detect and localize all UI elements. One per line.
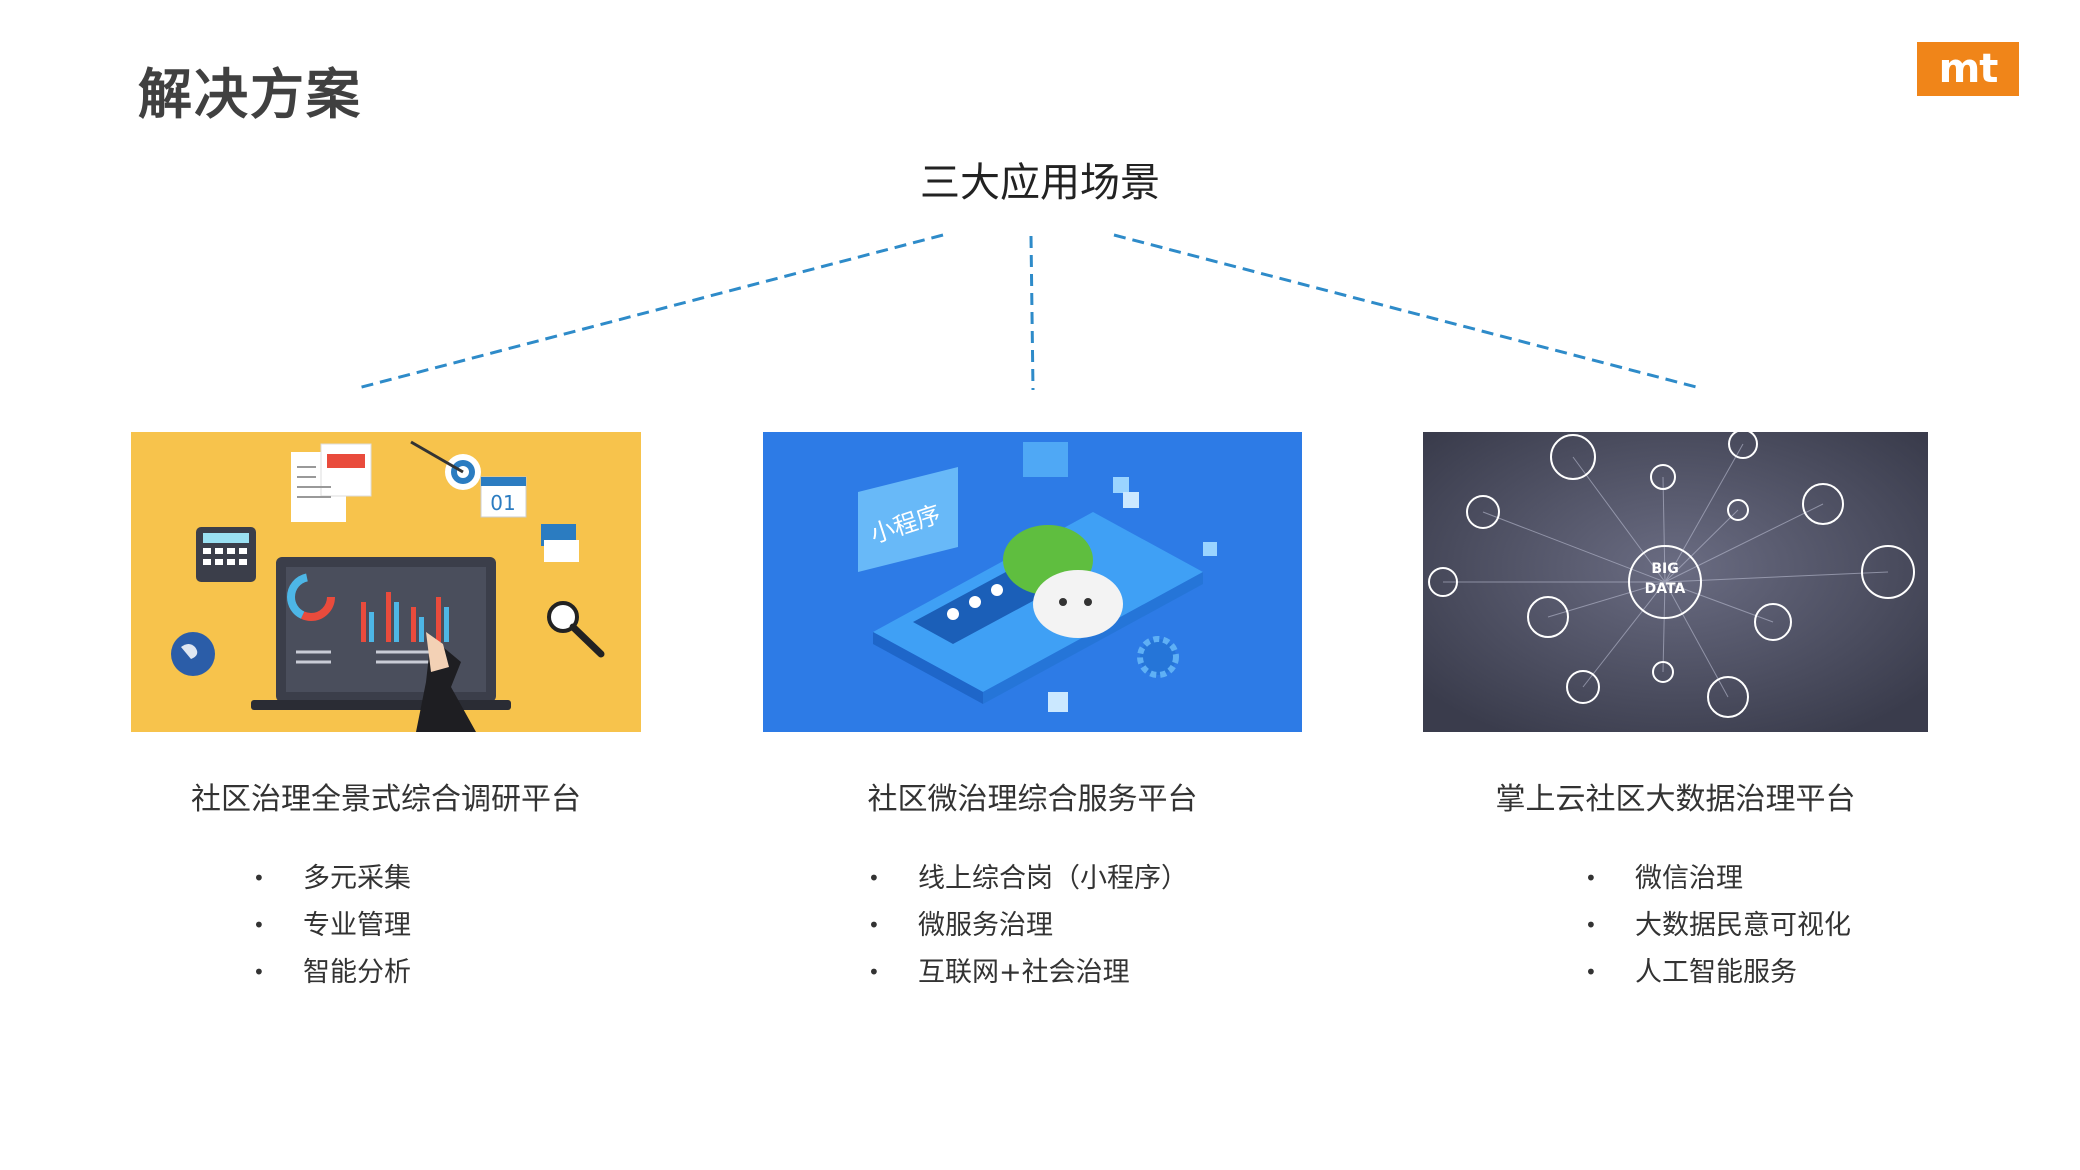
big-data-label-line2: DATA	[1645, 581, 1686, 597]
list-item: •智能分析	[253, 957, 411, 988]
card-title-survey: 社区治理全景式综合调研平台	[191, 782, 581, 817]
section-subtitle: 三大应用场景	[920, 160, 1160, 206]
bullet-list-big-data: •微信治理 •大数据民意可视化 •人工智能服务	[1585, 855, 1851, 996]
list-item: •微信治理	[1585, 863, 1743, 894]
connector-left	[357, 233, 944, 390]
list-item: •线上综合岗（小程序）	[868, 863, 1188, 894]
list-item: •微服务治理	[868, 910, 1053, 941]
list-item: •互联网+社会治理	[868, 957, 1130, 988]
list-item: •人工智能服务	[1585, 957, 1797, 988]
mini-program-illustration: 小程序	[763, 432, 1302, 732]
survey-platform-illustration: 01	[131, 432, 641, 732]
connector-lines	[357, 233, 1701, 391]
list-item: •专业管理	[253, 910, 411, 941]
big-data-label-line1: BIG	[1651, 561, 1678, 577]
brand-logo: mt	[1917, 42, 2019, 96]
card-title-micro-governance: 社区微治理综合服务平台	[867, 782, 1198, 817]
connector-middle	[1029, 235, 1035, 391]
calendar-badge: 01	[490, 491, 515, 515]
page-title: 解决方案	[138, 63, 362, 126]
list-item: •多元采集	[253, 863, 411, 894]
card-title-big-data: 掌上云社区大数据治理平台	[1495, 782, 1856, 817]
list-item: •大数据民意可视化	[1585, 910, 1851, 941]
connector-right	[1113, 233, 1701, 390]
bullet-list-micro-governance: •线上综合岗（小程序） •微服务治理 •互联网+社会治理	[868, 855, 1188, 996]
big-data-illustration: BIG DATA	[1423, 432, 1928, 732]
bullet-list-survey: •多元采集 •专业管理 •智能分析	[253, 855, 411, 996]
